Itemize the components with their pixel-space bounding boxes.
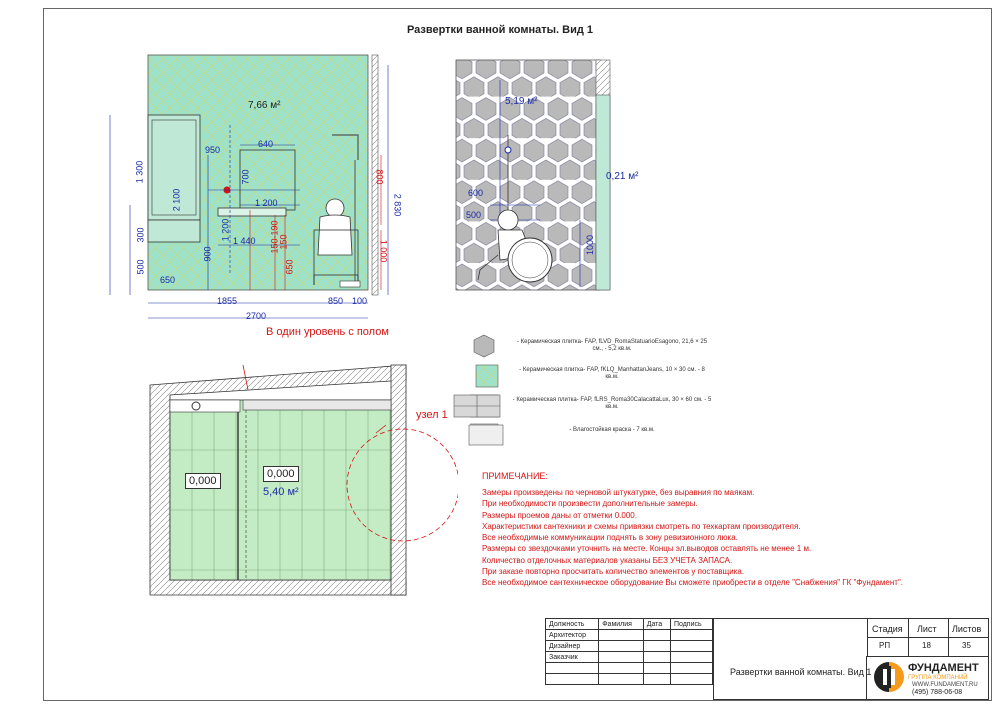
legend-item-herringbone: - Керамическая плитка- FAP, fKLQ_Manhatt… [519,367,705,380]
legend-item-hexagon: - Керамическая плитка- FAP, fLVD_RomaSta… [516,339,708,352]
notes-title: ПРИМЕЧАНИЕ: [482,471,548,481]
dim-800: 800 [374,169,385,185]
dim-2700: 2700 [246,311,267,321]
dim-900: 900 [202,246,213,262]
dim-1000: 1 000 [378,239,389,263]
note-line: Размеры со звездочками уточнить на месте… [482,544,812,554]
elevation-view-1 [109,54,389,319]
dim-500: 500 [466,210,482,220]
stamp-header: Дата [642,618,671,630]
company-website: WWW.FUNDAMENT.RU [912,682,978,688]
note-line: Все необходимые коммуникации поднять в з… [482,533,738,543]
hexagon-tile-icon [473,334,495,358]
company-subtitle: ГРУППА КОМПАНИЙ [908,675,968,681]
note-line: Все необходимое сантехническое оборудова… [482,578,904,588]
legend-item-large-tile: - Керамическая плитка- FAP, fLRS_Roma30C… [512,397,712,410]
cabinet [147,114,201,221]
stamp-role: Заказчик [544,651,600,663]
sink-counter [217,207,287,217]
sheets-label: Листов [952,624,982,634]
page-title: Развертки ванной комнаты. Вид 1 [406,24,594,36]
view1-area: 7,66 м² [248,100,281,111]
person-head [325,198,345,218]
dim-1200-horizontal: 1 200 [255,198,278,208]
dim-2100: 2 100 [171,188,182,212]
dim-1200-vertical: 1 200 [220,218,231,242]
node-1-label: узел 1 [416,409,448,421]
herringbone-tile-icon [475,364,499,388]
dim-700: 700 [240,169,251,185]
dim-950: 950 [205,145,221,155]
elevation-view-2 [455,59,611,291]
wheelchair-wheel [507,237,553,283]
dim-500: 500 [135,259,146,275]
dim-1300: 1 300 [134,160,145,184]
dim-150: 150 [278,234,289,250]
note-line: Характеристики сантехники и схемы привяз… [482,521,801,531]
wheelchair-front [313,229,359,276]
sheets-value: 35 [962,641,971,650]
stamp-role: Дизайнер [544,640,600,652]
plan-level-annotation: В один уровень с полом [266,326,389,338]
stamp-signatures: Должность Фамилия Дата Подпись Архитекто… [544,618,714,685]
dim-600: 600 [468,188,484,198]
company-name: ФУНДАМЕНТ [908,662,979,674]
floor-plan [149,364,458,596]
view2-area-main: 5,19 м² [505,96,538,107]
note-line: Замеры произведены по черновой штукатурк… [482,488,755,497]
stamp-header: Должность [544,618,600,630]
stage-value: РП [879,641,891,650]
dim-1000: 1000 [585,234,596,256]
notes-list: Замеры произведены по черновой штукатурк… [482,487,952,589]
level-mark-right: 0,000 [263,466,299,482]
stamp-header: Подпись [669,618,714,630]
dim-640: 640 [258,139,274,149]
stamp-header: Фамилия [598,618,644,630]
dim-300: 300 [135,227,146,243]
dim-2830: 2 830 [392,193,403,217]
company-phone: (495) 788-06-08 [912,689,963,696]
stage-label: Стадия [872,624,903,634]
dim-100: 100 [352,296,368,306]
level-mark-left: 0,000 [185,473,221,489]
sheet-label: Лист [917,624,937,634]
dim-650-horizontal: 650 [160,275,176,285]
company-logo-icon [874,662,904,692]
plan-area: 5,40 м² [263,486,299,498]
dim-850: 850 [328,296,344,306]
sheet-value: 18 [922,641,931,650]
view2-area-small: 0,21 м² [606,171,639,182]
dim-1440: 1 440 [233,236,256,246]
tile-niche [595,94,611,291]
dim-1855: 1855 [217,296,238,306]
note-line: При необходимости произвести дополнитель… [482,499,698,509]
sheet-frame [43,8,992,701]
note-line: Размеры проемов даны от отметки 0.000. [482,510,637,520]
stamp-sheet-title: Развертки ванной комнаты. Вид 1 [730,667,872,677]
person-head [497,209,519,231]
stamp-main [713,618,989,700]
dim-650-vertical: 650 [284,259,295,275]
note-line: Количество отделочных материалов указаны… [482,555,733,565]
shower-rail [332,134,359,160]
stamp-role: Архитектор [544,629,600,641]
legend-item-paint: - Влагостойкая краска - 7 кв.м. [569,427,655,433]
wall-section [371,54,379,296]
note-line: При заказе повторно просчитать количеств… [482,567,745,577]
